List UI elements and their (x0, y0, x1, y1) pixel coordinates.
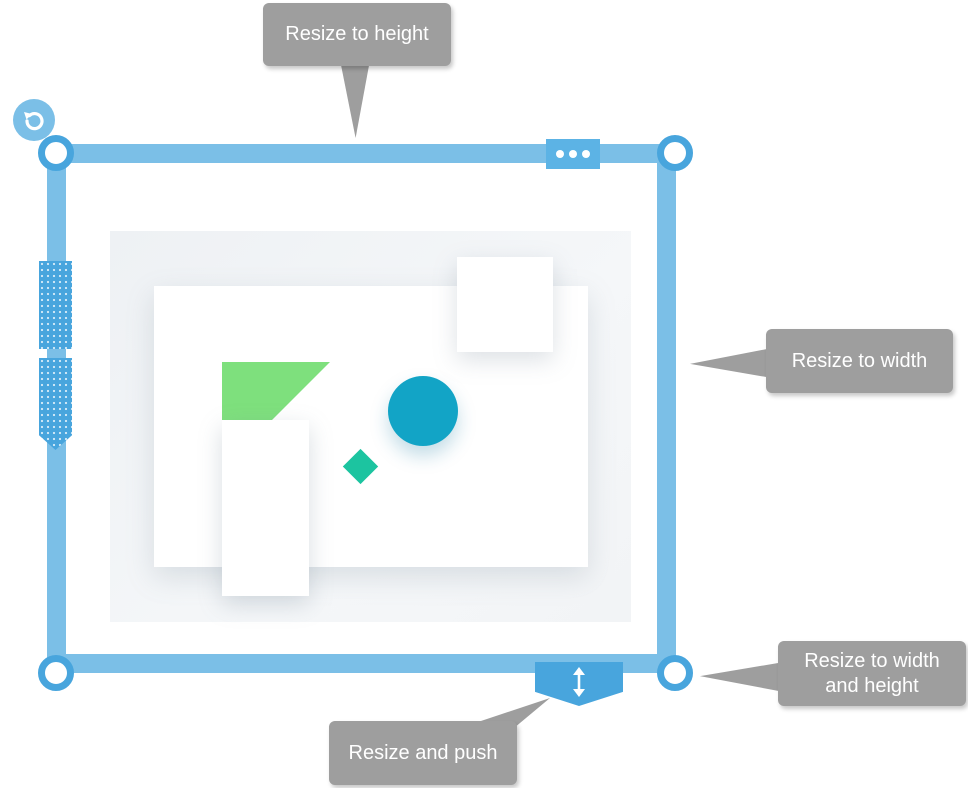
callout-resize-width: Resize to width (766, 329, 953, 393)
more-options-dot (569, 150, 577, 158)
side-drag-handle-top[interactable] (39, 261, 72, 349)
callout-pointer (700, 662, 784, 692)
callout-label: Resize and push (348, 741, 498, 764)
resize-handle-bottom-left[interactable] (38, 655, 74, 691)
illustration-blue-circle (388, 376, 458, 446)
resize-handle-top-right[interactable] (657, 135, 693, 171)
vertical-resize-arrows-icon (573, 667, 585, 697)
more-options-button[interactable] (546, 139, 600, 169)
illustration-small-square (457, 257, 553, 352)
side-drag-handle-bottom[interactable] (39, 358, 72, 450)
callout-resize-height: Resize to height (263, 3, 451, 66)
illustration-tall-card (222, 420, 309, 596)
callout-label: Resize to width (791, 349, 928, 372)
callout-label: Resize to width and height (804, 649, 940, 697)
more-options-dot (582, 150, 590, 158)
callout-resize-push: Resize and push (329, 721, 517, 785)
callout-label: Resize to height (285, 23, 429, 45)
callout-resize-width-height: Resize to width and height (778, 641, 966, 706)
callout-pointer (690, 348, 772, 378)
resize-handle-bottom-right[interactable] (657, 655, 693, 691)
rotate-icon (24, 112, 44, 131)
more-options-icon (556, 150, 564, 158)
rotate-button[interactable] (13, 99, 55, 141)
callout-pointer (340, 60, 370, 138)
resize-handle-top-left[interactable] (38, 135, 74, 171)
selection-frame[interactable] (47, 144, 676, 673)
